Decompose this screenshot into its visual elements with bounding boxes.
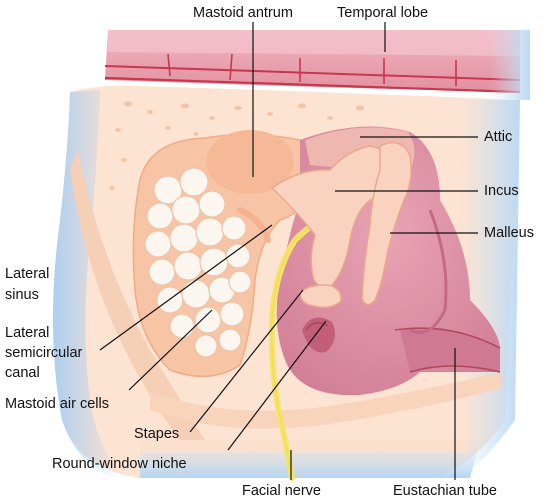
malleus-shape (361, 141, 412, 306)
label-mastoid-antrum: Mastoid antrum (193, 5, 293, 21)
label-mastoid-air-cells: Mastoid air cells (5, 396, 109, 412)
label-round-window-niche: Round-window niche (52, 456, 187, 472)
leader-lines (99, 22, 478, 480)
label-lateral-sinus-line1: Lateral (5, 266, 50, 282)
label-lateral-sinus-line2: sinus (5, 287, 39, 303)
label-lateral-scc-line3: canal (5, 365, 40, 381)
label-temporal-lobe: Temporal lobe (337, 5, 429, 21)
stapes-shape (299, 284, 342, 309)
incus-shape (270, 145, 393, 288)
label-malleus: Malleus (484, 225, 534, 241)
label-facial-nerve: Facial nerve (242, 483, 321, 499)
temporal-lobe-tissue (104, 30, 530, 100)
label-stapes: Stapes (134, 426, 180, 442)
lateral-semicircular-canal-shape (237, 207, 271, 243)
label-lateral-scc-line1: Lateral (5, 325, 50, 341)
label-eustachian-tube: Eustachian tube (393, 483, 497, 499)
mastoid-antrum-shape (206, 130, 294, 194)
label-lateral-scc-line2: semicircular (5, 345, 83, 361)
label-incus: Incus (484, 183, 519, 199)
mastoid-air-cells-shape (144, 167, 252, 358)
label-attic: Attic (484, 129, 513, 145)
ossicles (270, 141, 412, 309)
